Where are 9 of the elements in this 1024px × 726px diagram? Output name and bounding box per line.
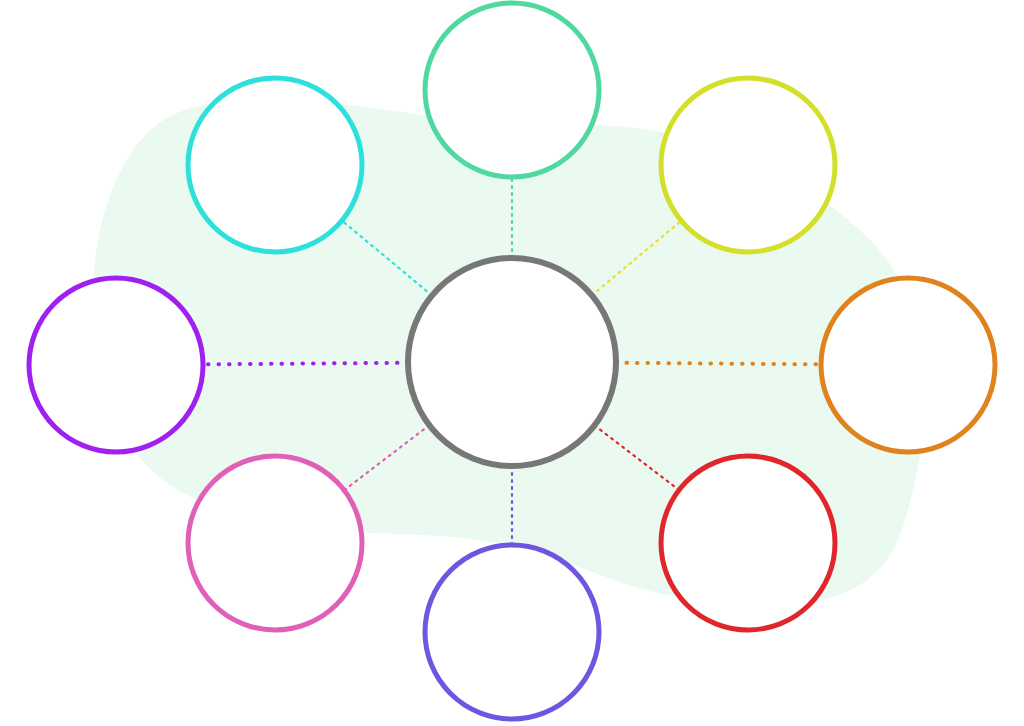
circle-node (422, 0, 602, 180)
circle-node (185, 453, 365, 633)
circle-node (185, 75, 365, 255)
circle-node (405, 255, 619, 469)
circle-node (658, 75, 838, 255)
circle-node (26, 275, 206, 455)
circle-node (658, 453, 838, 633)
circle-node (818, 275, 998, 455)
circle-node (422, 542, 602, 722)
